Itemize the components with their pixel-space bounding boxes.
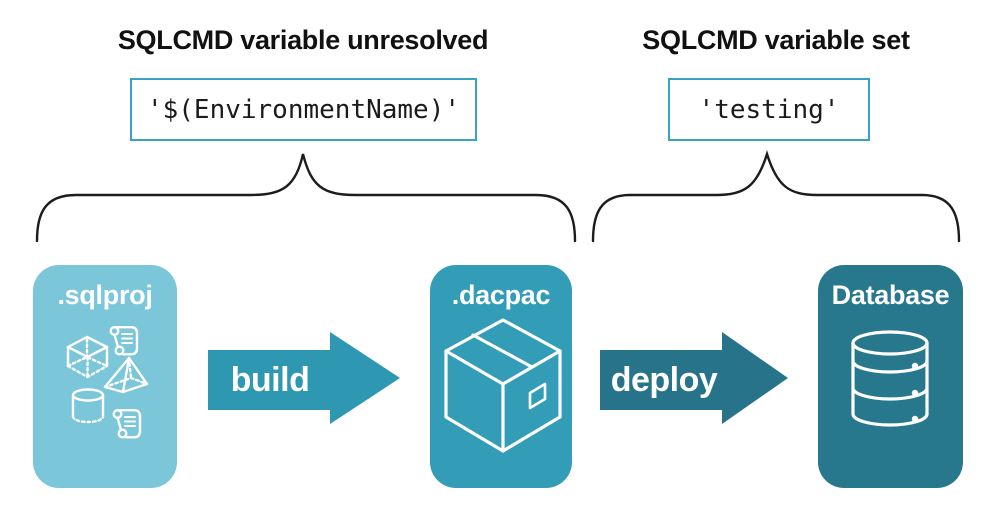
script-scroll-icon [112,409,142,439]
left-brace [35,153,577,243]
cylinder-icon [71,388,105,424]
code-box-environment-variable: '$(EnvironmentName)' [130,78,477,141]
right-brace [591,149,961,243]
code-text-testing-value: 'testing' [698,94,840,125]
node-sqlproj: .sqlproj [33,265,177,488]
deploy-arrow-label: deploy [610,361,718,399]
sql-objects-icon [66,326,149,439]
heading-sqlcmd-set: SQLCMD variable set [642,25,910,55]
node-database: Database [818,265,963,488]
code-text-environment-variable: '$(EnvironmentName)' [146,94,461,125]
build-arrow [208,332,400,424]
node-dacpac: .dacpac [430,265,572,488]
build-arrow-label: build [230,361,310,399]
deploy-arrow [600,332,788,424]
cube-icon [66,335,109,379]
package-box-icon [444,318,562,453]
node-label-database: Database [831,280,950,310]
heading-sqlcmd-unresolved: SQLCMD variable unresolved [117,25,489,55]
node-label-sqlproj: .sqlproj [57,280,153,310]
script-scroll-icon [109,326,139,356]
pyramid-icon [103,356,149,394]
node-label-dacpac: .dacpac [451,280,551,310]
code-box-testing-value: 'testing' [668,78,870,141]
database-cylinders-icon [851,330,929,427]
